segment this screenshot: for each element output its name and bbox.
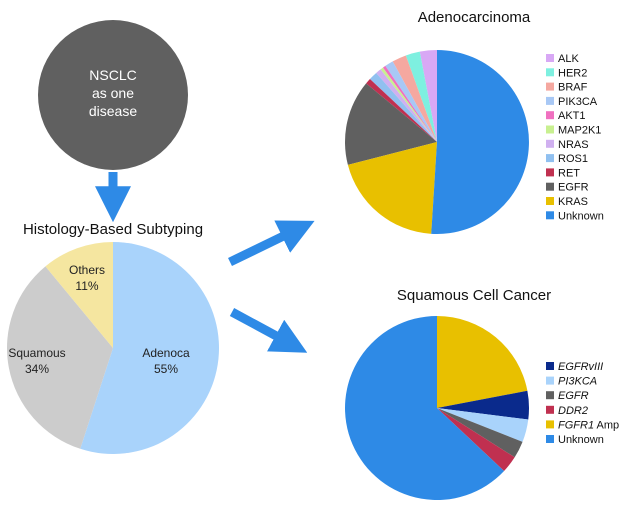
adenocarcinoma-legend-label-akt1: AKT1 bbox=[558, 110, 586, 122]
adenocarcinoma-pie bbox=[344, 50, 529, 234]
squamous-slice-unknown bbox=[345, 316, 505, 500]
adenocarcinoma-legend-swatch-map2k1 bbox=[546, 125, 554, 134]
adenocarcinoma-legend-swatch-kras bbox=[546, 197, 554, 205]
squamous-legend-label-pi3kca: PI3KCA bbox=[558, 376, 597, 388]
squamous-legend-swatch-fgfr1-amp bbox=[546, 420, 554, 429]
nsclc-disease-node: NSCLC as one disease bbox=[38, 20, 188, 170]
adenocarcinoma-legend-label-map2k1: MAP2K1 bbox=[558, 125, 601, 137]
histology-pie: Adenoca 55% Squamous 34% Others 11% bbox=[7, 242, 220, 454]
squamous-slice-fgfr1-amp bbox=[437, 316, 528, 408]
adenocarcinoma-legend-label-pik3ca: PIK3CA bbox=[558, 96, 598, 108]
squamous-slice-pi3kca bbox=[437, 408, 529, 442]
adenocarcinoma-legend-swatch-her2 bbox=[546, 68, 554, 77]
adenocarcinoma-legend-label-ret: RET bbox=[558, 167, 580, 179]
adenocarcinoma-slice-braf bbox=[392, 55, 437, 142]
adenocarcinoma-legend-label-ros1: ROS1 bbox=[558, 153, 588, 165]
histology-value-others: 11% bbox=[75, 279, 98, 293]
adenocarcinoma-legend-label-braf: BRAF bbox=[558, 82, 588, 94]
adenocarcinoma-slice-alk bbox=[419, 50, 437, 142]
nsclc-label-line-1: NSCLC bbox=[89, 67, 136, 83]
adenocarcinoma-legend-label-unknown: Unknown bbox=[558, 210, 604, 222]
squamous-title: Squamous Cell Cancer bbox=[397, 287, 551, 304]
adenocarcinoma-legend-label-her2: HER2 bbox=[558, 67, 587, 79]
arrow-to-squamous bbox=[229, 308, 308, 353]
nsclc-label-line-2: as one bbox=[92, 85, 134, 101]
adenocarcinoma-slice-kras bbox=[347, 142, 437, 234]
squamous-legend-label-unknown: Unknown bbox=[558, 434, 604, 446]
adenocarcinoma-slice-egfr bbox=[344, 83, 437, 165]
adenocarcinoma-legend-swatch-alk bbox=[546, 54, 554, 62]
squamous-pie bbox=[345, 316, 529, 500]
adenocarcinoma-legend-label-nras: NRAS bbox=[558, 139, 589, 151]
squamous-legend-label-fgfr1-amp: FGFR1 Amp bbox=[558, 419, 619, 431]
adenocarcinoma-legend-label-kras: KRAS bbox=[558, 196, 588, 208]
squamous-legend-swatch-unknown bbox=[546, 435, 554, 443]
squamous-legend-swatch-pi3kca bbox=[546, 376, 554, 385]
adenocarcinoma-slice-map2k1 bbox=[380, 67, 437, 142]
adenocarcinoma-slice-pik3ca bbox=[385, 61, 437, 142]
histology-value-squamous: 34% bbox=[25, 362, 49, 376]
adenocarcinoma-legend-swatch-unknown bbox=[546, 211, 554, 220]
histology-slice-adenoca bbox=[80, 242, 220, 454]
adenocarcinoma-legend-swatch-ros1 bbox=[546, 154, 554, 163]
squamous-legend-label-ddr2: DDR2 bbox=[558, 405, 588, 417]
squamous-legend-swatch-egfrviii bbox=[546, 362, 554, 370]
adenocarcinoma-slice-ret bbox=[366, 79, 437, 142]
histology-title: Histology-Based Subtyping bbox=[23, 221, 203, 238]
adenocarcinoma-slice-akt1 bbox=[382, 65, 437, 142]
adenocarcinoma-legend-label-alk: ALK bbox=[558, 53, 579, 65]
adenocarcinoma-legend-swatch-ret bbox=[546, 168, 554, 177]
squamous-legend-label-egfrviii: EGFRvIII bbox=[558, 361, 603, 373]
adenocarcinoma-legend-swatch-egfr bbox=[546, 182, 554, 191]
histology-slice-squamous bbox=[7, 266, 113, 449]
adenocarcinoma-slice-unknown bbox=[431, 50, 529, 234]
adenocarcinoma-slice-her2 bbox=[405, 51, 437, 142]
histology-label-adenoca: Adenoca bbox=[142, 346, 190, 360]
adenocarcinoma-legend-label-egfr: EGFR bbox=[558, 182, 589, 194]
squamous-slice-egfr bbox=[437, 408, 523, 458]
nsclc-label-line-3: disease bbox=[89, 103, 137, 119]
adenocarcinoma-legend-swatch-braf bbox=[546, 82, 554, 91]
squamous-legend-swatch-ddr2 bbox=[546, 405, 554, 414]
histology-label-others: Others bbox=[69, 263, 105, 277]
squamous-legend-label-egfr: EGFR bbox=[558, 390, 589, 402]
histology-value-adenoca: 55% bbox=[154, 362, 178, 376]
adenocarcinoma-legend-swatch-nras bbox=[546, 139, 554, 148]
histology-label-squamous: Squamous bbox=[8, 346, 65, 360]
adenocarcinoma-slice-nras bbox=[376, 69, 437, 142]
squamous-legend-swatch-egfr bbox=[546, 391, 554, 400]
squamous-slice-egfrviii bbox=[437, 390, 529, 420]
histology-slice-others bbox=[45, 242, 113, 348]
adenocarcinoma-slice-ros1 bbox=[369, 72, 437, 142]
adenocarcinoma-legend-swatch-pik3ca bbox=[546, 96, 554, 105]
squamous-slice-ddr2 bbox=[437, 408, 515, 471]
adenocarcinoma-legend-swatch-akt1 bbox=[546, 111, 554, 120]
nsclc-circle bbox=[38, 20, 188, 170]
adenocarcinoma-title: Adenocarcinoma bbox=[418, 9, 531, 26]
arrow-to-adenocarcinoma bbox=[228, 220, 315, 267]
